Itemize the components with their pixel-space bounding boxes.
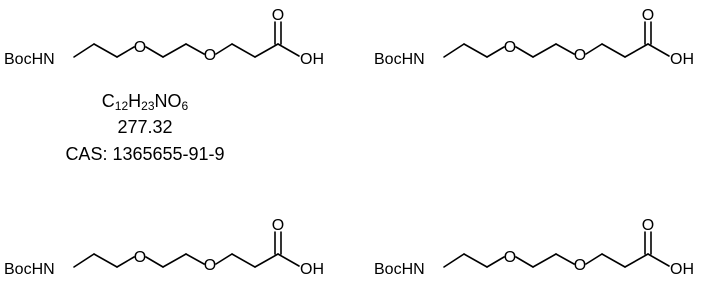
bond-c-c [624, 253, 649, 268]
bond-c-c [231, 253, 256, 268]
bond-o-c [585, 43, 603, 55]
molecule-structure: BocHN O O O OH [4, 217, 324, 278]
hydroxyl-label: OH [300, 51, 324, 68]
ether-oxygen-label: O [134, 249, 146, 266]
bond-n-c [73, 253, 95, 268]
bond-c-o [185, 253, 205, 265]
bond-c-c [624, 43, 649, 58]
bond-n-c [443, 253, 465, 268]
bond-c-o [116, 256, 135, 268]
bond-c-c [463, 43, 488, 58]
boc-amine-label: BocHN [374, 261, 425, 278]
bond-c-c [231, 43, 256, 58]
bond-c-c [254, 43, 279, 58]
hydroxyl-label: OH [670, 261, 694, 278]
formula-element: NO [154, 91, 182, 111]
molecule-structure: BocHN O O O OH [374, 217, 694, 278]
bond-c-oh [647, 253, 670, 267]
carbonyl-oxygen-label: O [272, 7, 284, 24]
molecule-structure: BocHN O O O OH [4, 7, 324, 68]
formula-subscript: 6 [181, 99, 189, 113]
bond-c-c [532, 253, 557, 268]
bond-c-o [555, 253, 575, 265]
bond-o-c [215, 253, 233, 265]
bond-c-c [93, 43, 118, 58]
bond-c-o [185, 43, 205, 55]
carbonyl-oxygen-label: O [642, 217, 654, 234]
bond-c-o [486, 46, 505, 58]
ether-oxygen-label: O [504, 39, 516, 56]
bond-c-c [93, 253, 118, 268]
cas-number: CAS: 1365655-91-9 [65, 144, 225, 164]
bond-o-c [215, 43, 233, 55]
bond-c-c [254, 253, 279, 268]
hydroxyl-label: OH [300, 261, 324, 278]
bond-o-c [145, 256, 164, 268]
ether-oxygen-label: O [134, 39, 146, 56]
ether-oxygen-label: O [574, 47, 586, 64]
bond-c-c [162, 43, 187, 58]
bond-c-c [532, 43, 557, 58]
formula-subscript: 23 [141, 99, 155, 113]
bond-c-oh [277, 253, 300, 267]
bond-o-c [585, 253, 603, 265]
bond-o-c [515, 256, 534, 268]
hydroxyl-label: OH [670, 51, 694, 68]
molecular-weight: 277.32 [117, 117, 173, 137]
boc-amine-label: BocHN [374, 51, 425, 68]
boc-amine-label: BocHN [4, 51, 55, 68]
carbonyl-oxygen-label: O [642, 7, 654, 24]
formula-element: H [128, 91, 142, 111]
molecule-structure: BocHN O O O OH [374, 7, 694, 68]
bond-c-oh [647, 43, 670, 57]
bond-c-o [555, 43, 575, 55]
bond-o-c [145, 46, 164, 58]
ether-oxygen-label: O [504, 249, 516, 266]
bond-c-c [601, 43, 626, 58]
formula-subscript: 12 [114, 99, 129, 113]
bond-n-c [73, 43, 95, 58]
formula-element: C [101, 91, 115, 111]
bond-n-c [443, 43, 465, 58]
bond-c-c [463, 253, 488, 268]
bond-o-c [515, 46, 534, 58]
bond-c-o [486, 256, 505, 268]
bond-c-oh [277, 43, 300, 57]
bond-c-c [601, 253, 626, 268]
ether-oxygen-label: O [204, 47, 216, 64]
ether-oxygen-label: O [204, 257, 216, 274]
boc-amine-label: BocHN [4, 261, 55, 278]
ether-oxygen-label: O [574, 257, 586, 274]
bond-c-o [116, 46, 135, 58]
bond-c-c [162, 253, 187, 268]
carbonyl-oxygen-label: O [272, 217, 284, 234]
molecular-formula: C12H23NO6 [60, 88, 230, 114]
